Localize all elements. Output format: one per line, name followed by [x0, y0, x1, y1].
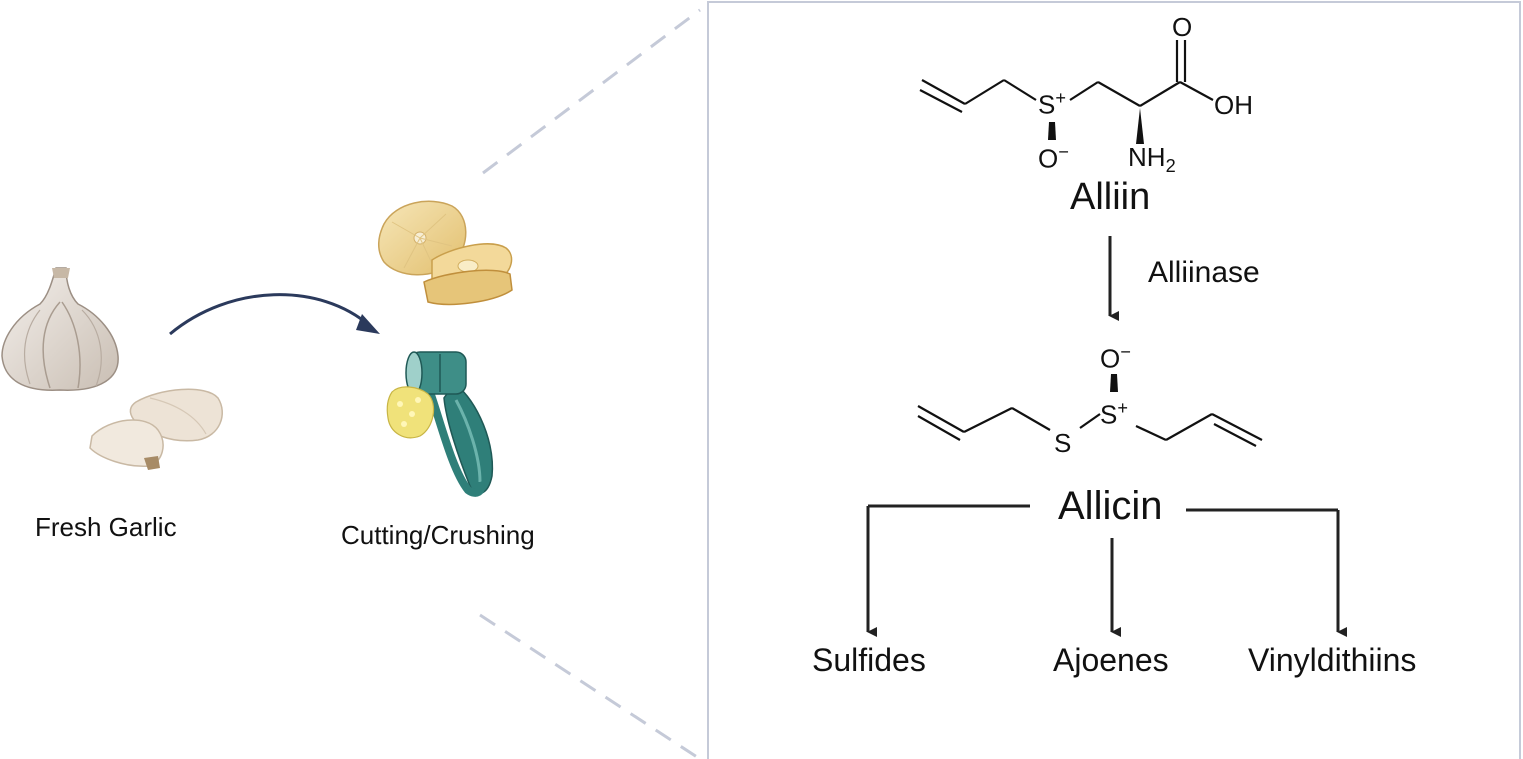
- alliin-wedge-n: [1136, 108, 1144, 144]
- process-arrow: [169, 293, 371, 336]
- garlic-cloves-icon: [89, 388, 223, 470]
- alliin-s-plus: S+: [1038, 88, 1066, 120]
- alliin-wedge-o: [1048, 122, 1056, 140]
- allicin-wedge-o: [1110, 374, 1118, 392]
- alliin-structure: [919, 40, 1214, 113]
- alliin-o-minus: O−: [1038, 142, 1069, 174]
- allicin-s: S: [1054, 428, 1072, 458]
- allicin-structure: [917, 405, 1263, 447]
- cutting-crushing-label: Cutting/Crushing: [341, 520, 535, 550]
- zoom-dash-bottom: [479, 613, 701, 759]
- product-ajoenes: Ajoenes: [1053, 642, 1169, 678]
- garlic-press-icon: [386, 351, 494, 497]
- process-arrowhead: [356, 314, 380, 334]
- branch-arrows: [866, 504, 1347, 637]
- product-sulfides: Sulfides: [812, 642, 926, 678]
- allicin-s-plus: S+: [1100, 398, 1128, 430]
- garlic-slices-icon: [378, 200, 513, 306]
- alliin-oh: OH: [1214, 90, 1253, 120]
- fresh-garlic-label: Fresh Garlic: [35, 512, 177, 542]
- alliin-label: Alliin: [1070, 176, 1151, 218]
- alliin-nh2: NH2: [1128, 142, 1176, 177]
- product-vinyldithiins: Vinyldithiins: [1248, 642, 1417, 678]
- zoom-dash-top: [482, 8, 701, 175]
- garlic-bulb-icon: [1, 267, 119, 391]
- alliinase-label: Alliinase: [1148, 256, 1260, 289]
- allicin-o-minus: O−: [1100, 342, 1131, 374]
- alliin-carbonyl-o: O: [1172, 12, 1193, 42]
- allicin-label: Allicin: [1058, 484, 1163, 528]
